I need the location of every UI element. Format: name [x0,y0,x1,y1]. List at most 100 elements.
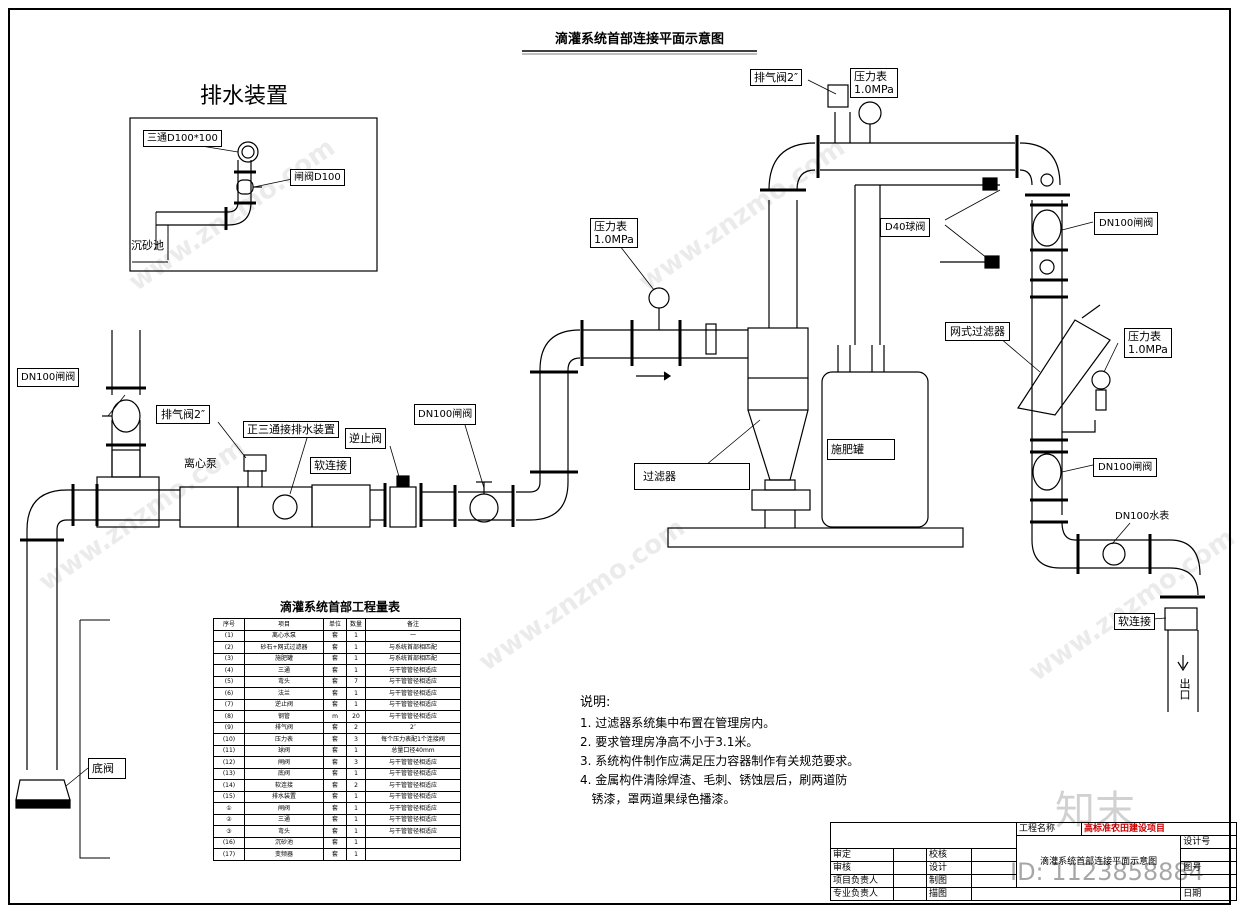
table-cell: 套 [323,629,347,642]
table-cell: 施肥罐 [244,652,324,665]
table-cell: 2 [346,779,366,792]
table-cell: 与系统首部相匹配 [365,652,461,665]
table-cell: 总量口径40mm [365,744,461,757]
table-cell: 逆止阀 [244,698,324,711]
outlet-label: 出口 [1178,678,1191,700]
table-cell: 弯头 [244,675,324,688]
table-cell: 套 [323,733,347,746]
exhaust-valve-top-icon [827,84,849,108]
pump-body [179,486,239,528]
table-cell: 变频器 [244,848,324,861]
table-cell: 1 [346,652,366,665]
table-cell: 1 [346,790,366,803]
table-cell [365,836,461,849]
table-cell: (9) [213,721,245,734]
table-cell: 法兰 [244,687,324,700]
pressure-gauge-mid-label: 压力表 1.0MPa [590,218,638,248]
table-cell: 2 [346,721,366,734]
mesh-filter-label: 网式过滤器 [945,322,1010,341]
id-watermark: ID: 1123858884 [1010,858,1204,886]
column-header: 序号 [213,618,245,631]
table-cell: 三通 [244,813,324,826]
table-cell [365,848,461,861]
pressure-gauge-right-icon [1091,370,1111,390]
drainage-title: 排水装置 [200,84,289,109]
table-cell: 1 [346,744,366,757]
note-item: 4. 金属构件清除焊渣、毛刺、锈蚀层后，刷两道防 [580,773,848,787]
table-cell: 1 [346,813,366,826]
table-cell: (15) [213,790,245,803]
title-block: 工程名称 高标准农田建设项目 滴灌系统首部连接平面示意图 设计号 审定 校核 审… [830,822,1237,901]
table-cell: (8) [213,710,245,723]
exhaust-valve-top-label: 排气阀2″ [750,69,803,86]
table-cell: (3) [213,652,245,665]
tee-gauge-left-icon [272,494,298,520]
gate-valve-label: 闸阀D100 [290,169,345,186]
table-cell: (5) [213,675,245,688]
table-cell: 套 [323,825,347,838]
foot-valve-icon [15,779,71,801]
check-valve-label: 逆止阀 [345,428,386,449]
table-cell: 套 [323,675,347,688]
note-item: 锈漆，罩两道果绿色播漆。 [580,792,736,806]
table-cell: 与干管管径相适应 [365,767,461,780]
table-cell: 底阀 [244,767,324,780]
table-cell: 1 [346,836,366,849]
soft-connection-right-icon [1164,607,1198,631]
column-header: 备注 [365,618,461,631]
table-cell: 排水装置 [244,790,324,803]
row-label: 专业负责人 [830,887,894,901]
filter-label: 过滤器 [634,463,750,490]
dn100-valve-mid-label: DN100闸阀 [414,404,477,425]
table-cell: 与干管管径相适应 [365,813,461,826]
row-label: 描图 [926,887,972,901]
table-cell: (4) [213,664,245,677]
tee-label: 三通D100*100 [143,130,222,147]
table-cell: (13) [213,767,245,780]
table-cell: (6) [213,687,245,700]
table-cell: 套 [323,802,347,815]
sand-pit-label: 沉砂池 [131,239,164,252]
table-cell: 1 [346,687,366,700]
fertilizer-tank-label: 施肥罐 [827,439,895,460]
drawing-frame [8,8,1231,905]
soft-connection-label: 软连接 [310,457,351,474]
column-header: 数量 [346,618,366,631]
note-item: 1. 过滤器系统集中布置在管理房内。 [580,716,776,730]
note-item: 3. 系统构件制作应满足压力容器制作有关规范要求。 [580,754,860,768]
table-cell: m [323,710,347,723]
quantity-table-title: 滴灌系统首部工程量表 [280,600,401,614]
table-cell: 2″ [365,721,461,734]
table-cell: 与干管管径相适应 [365,790,461,803]
table-cell: 沉砂池 [244,836,324,849]
table-cell: 1 [346,802,366,815]
table-cell: 每个压力表配1个连接阀 [365,733,461,746]
table-cell: ② [213,813,245,826]
pump-label: 离心泵 [184,457,217,470]
notes: 说明: 1. 过滤器系统集中布置在管理房内。 2. 要求管理房净高不小于3.1米… [580,693,859,809]
table-cell: 1 [346,848,366,861]
water-meter-icon [1102,542,1126,566]
fertilizer-tank [821,371,929,528]
table-cell: 套 [323,652,347,665]
dn100-valve-mid-icon [469,493,499,523]
pressure-gauge-right-label: 压力表 1.0MPa [1124,328,1172,358]
tee-drain-label: 正三通接排水装置 [243,421,339,438]
dn100-valve-right-icon [1032,453,1062,491]
dn100-valve-top-right-label: DN100闸阀 [1094,212,1159,235]
table-cell: (17) [213,848,245,861]
table-cell: 排气阀 [244,721,324,734]
table-cell: 软连接 [244,779,324,792]
